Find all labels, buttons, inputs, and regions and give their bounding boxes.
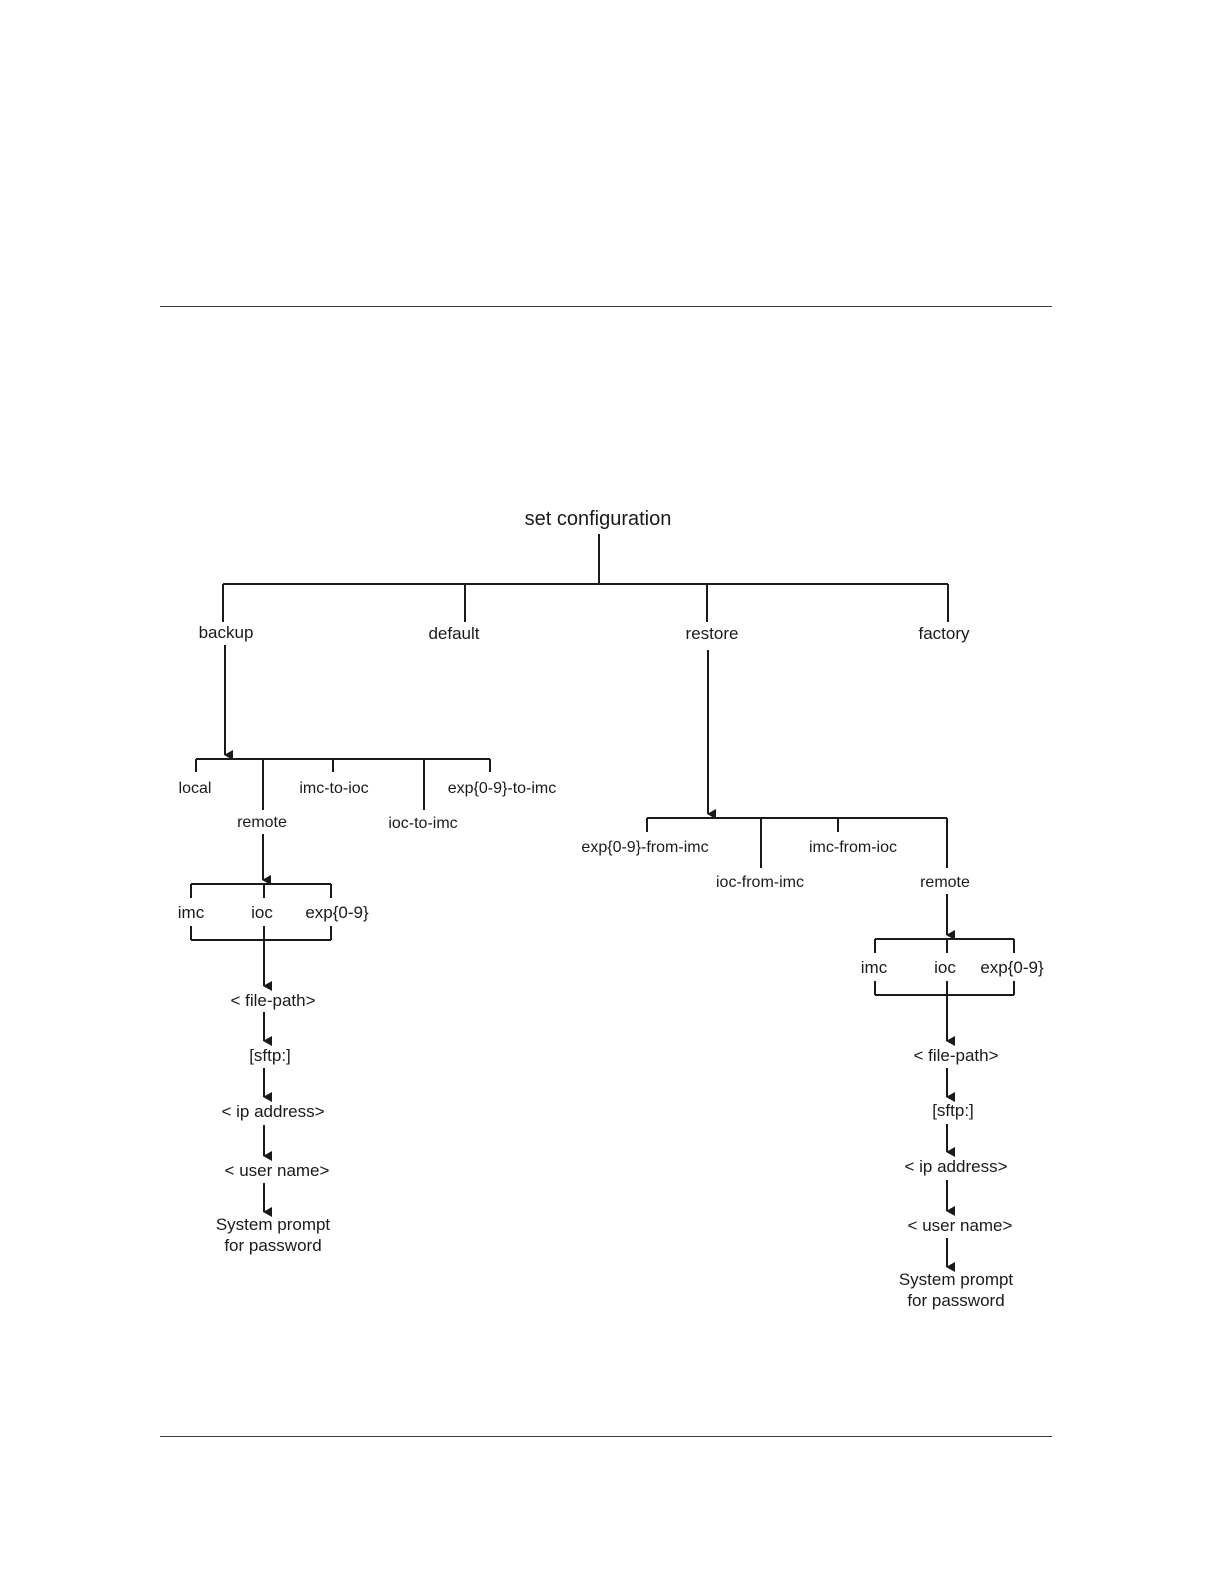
backup-target-exp: exp{0-9} [305,903,369,922]
header-rule [160,306,1052,307]
restore-ip-address: < ip address> [904,1157,1007,1176]
backup-target-imc: imc [178,903,205,922]
restore-user-name: < user name> [908,1216,1013,1235]
backup-file-path: < file-path> [230,991,315,1010]
backup-local-label: local [179,780,212,797]
backup-ioc-to-imc-label: ioc-to-imc [388,815,457,832]
restore-label: restore [686,624,739,643]
backup-exp-to-imc-label: exp{0-9}-to-imc [448,780,557,797]
root-node-label: set configuration [525,508,672,530]
backup-prompt-line2: for password [224,1236,321,1255]
restore-target-ioc: ioc [934,958,956,977]
restore-sftp: [sftp:] [932,1101,974,1120]
restore-exp-from-imc-label: exp{0-9}-from-imc [581,839,708,856]
restore-target-exp: exp{0-9} [980,958,1044,977]
restore-prompt-line1: System prompt [899,1270,1014,1289]
restore-prompt-line2: for password [907,1291,1004,1310]
backup-ip-address: < ip address> [221,1102,324,1121]
restore-target-imc: imc [861,958,888,977]
restore-remote-label: remote [920,874,970,891]
backup-remote-label: remote [237,814,287,831]
backup-prompt-line1: System prompt [216,1215,331,1234]
backup-target-ioc: ioc [251,903,273,922]
restore-ioc-from-imc-label: ioc-from-imc [716,874,804,891]
restore-file-path: < file-path> [913,1046,998,1065]
footer-rule [160,1436,1052,1437]
backup-sftp: [sftp:] [249,1046,291,1065]
backup-imc-to-ioc-label: imc-to-ioc [299,780,368,797]
backup-label: backup [199,623,254,642]
backup-user-name: < user name> [225,1161,330,1180]
default-label: default [428,624,479,643]
restore-imc-from-ioc-label: imc-from-ioc [809,839,897,856]
factory-label: factory [918,624,970,643]
